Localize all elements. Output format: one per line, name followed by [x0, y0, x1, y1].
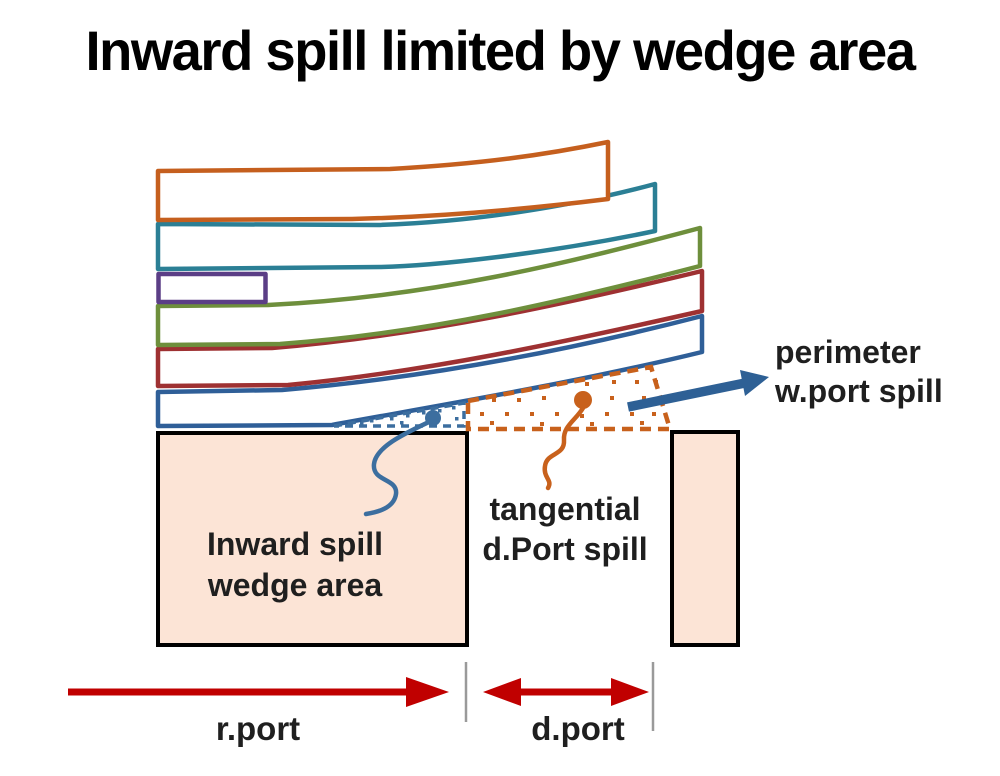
r-port-label: r.port [215, 710, 301, 747]
r-port-block [156, 431, 469, 647]
d-port-arrow-head-right [611, 678, 649, 706]
d-port-label: d.port [531, 710, 625, 747]
inward-wedge-line2: wedge area [207, 567, 383, 603]
inward-wedge-line1: Inward spill [206, 526, 384, 562]
tangential-spill-line2: d.Port spill [482, 531, 648, 567]
tangential-callout [542, 391, 592, 491]
d-port-arrow-head-left [483, 678, 521, 706]
perimeter-arrow-head [740, 370, 769, 396]
w-port-block [670, 430, 740, 647]
perimeter-arrow [627, 370, 769, 412]
perimeter-arrow-shaft [627, 378, 746, 412]
green-band [155, 225, 703, 348]
tangential-spill-label: tangential d.Port spill [445, 489, 685, 569]
layer-stack [155, 139, 705, 429]
inward-wedge-callout [363, 410, 441, 517]
perimeter-spill-line2: w.port spill [775, 373, 943, 409]
tangential-marker [574, 391, 592, 409]
r-port-arrow-head [406, 677, 449, 707]
perimeter-spill-label: perimeter w.port spill [775, 333, 943, 411]
inward-wedge-squiggle [363, 418, 434, 517]
tangential-spill-line1: tangential [489, 491, 641, 527]
inward-wedge-label: Inward spill wedge area [165, 524, 425, 606]
blue-band [155, 313, 705, 429]
tangential-region-dots [480, 380, 658, 426]
tangential-squiggle [542, 405, 586, 491]
page-title: Inward spill limited by wedge area [85, 19, 916, 82]
inward-wedge-outline [333, 400, 466, 428]
port-blocks [156, 430, 740, 647]
purple-band [156, 271, 268, 305]
perimeter-spill-line1: perimeter [775, 334, 921, 370]
teal-band [155, 181, 658, 272]
dimension-arrows [68, 677, 649, 707]
orange-band [155, 139, 611, 223]
dimension-ticks [464, 662, 655, 731]
